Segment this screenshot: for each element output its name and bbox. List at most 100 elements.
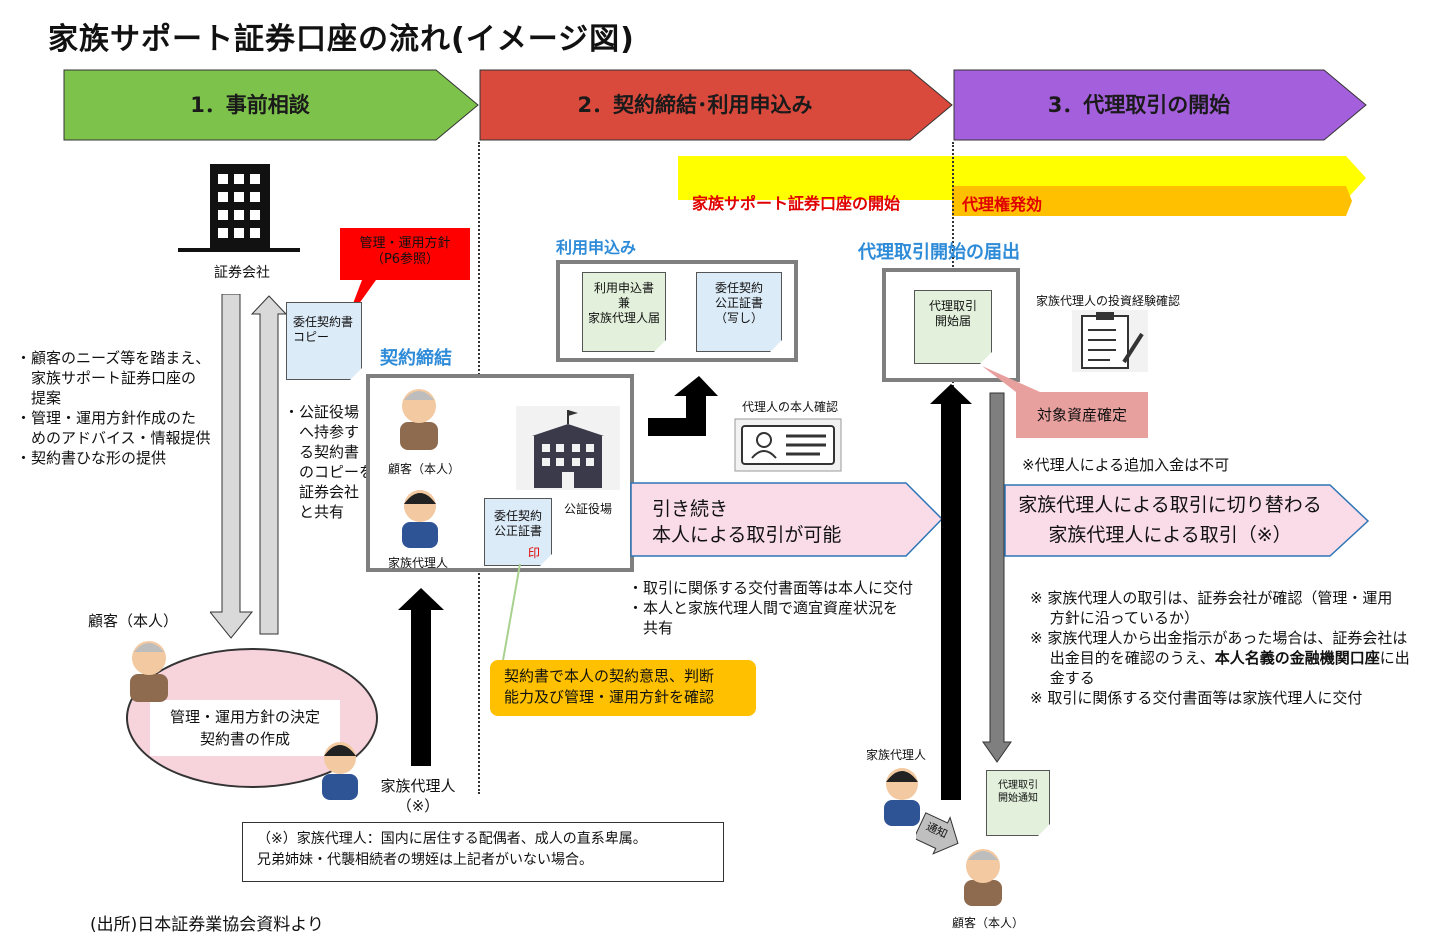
continue-line1: 引き続き [652, 498, 729, 520]
continue-arrow-text: 引き続き 本人による取引が可能 [652, 496, 841, 548]
phase3-note-with-bold: 出金目的を確認のうえ、本人名義の金融機関口座に出 [1030, 648, 1410, 668]
application-doc: 利用申込書 兼 家族代理人届 [582, 272, 666, 352]
continue-note: ・本人と家族代理人間で適宜資産状況を [628, 599, 899, 617]
application-line2: 兼 [617, 296, 630, 310]
checklist-icon [1072, 310, 1148, 372]
phase-1-label: 1．事前相談 [190, 93, 310, 117]
contract-copy-doc: 委任契約書 コピー [286, 302, 362, 380]
ellipse-line1: 管理・運用方針の決定 [169, 708, 320, 726]
share-line: ・公証役場 [284, 403, 360, 421]
orange-band [952, 186, 1352, 216]
phase3-note: ※ 家族代理人の取引は、証券会社が確認（管理・運用 [1030, 589, 1393, 607]
bullet-line: めのアドバイス・情報提供 [16, 429, 211, 447]
phase3-up-arrow [930, 384, 972, 800]
start-doc-line1: 代理取引 [928, 299, 977, 313]
share-line: へ持参す [284, 423, 360, 441]
notary-office-icon [516, 406, 620, 490]
switch-arrow-text: 家族代理人による取引に切り替わる 家族代理人による取引（※） [1010, 490, 1330, 550]
confirm-line1: 契約書で本人の契約意思、判断 [504, 667, 715, 685]
black-up-arrow [398, 588, 444, 766]
box-customer-label: 顧客（本人） [388, 462, 461, 476]
family-proxy-line2: （※） [396, 797, 440, 815]
ellipse-line2: 契約書の作成 [199, 730, 290, 748]
red-callout-line1: 管理・運用方針 [359, 236, 451, 251]
no-deposit-note: ※代理人による追加入金は不可 [1022, 456, 1230, 474]
p3-family-proxy-icon [884, 768, 920, 826]
band-account-start: 家族サポート証券口座の開始 [692, 194, 901, 213]
box-family-proxy-label: 家族代理人 [388, 556, 449, 570]
down-arrow-gray [210, 294, 254, 639]
notice-doc-line1: 代理取引 [998, 780, 1038, 791]
bullet-line: ・管理・運用方針作成のた [16, 409, 197, 427]
share-line: と共有 [284, 503, 345, 521]
phase-2-label: 2．契約締結･利用申込み [577, 93, 813, 117]
notary-copy-line1: 委任契約 [714, 281, 763, 295]
p3-customer-icon [964, 849, 1002, 906]
consultation-bullets: ・顧客のニーズ等を踏まえ、 家族サポート証券口座の 提案 ・管理・運用方針作成の… [16, 348, 211, 468]
share-line: のコピーを [284, 463, 375, 481]
notary-copy-line2: 公正証書 [714, 296, 763, 310]
page-title: 家族サポート証券口座の流れ(イメージ図) [48, 22, 635, 57]
start-heading: 代理取引開始の届出 [858, 242, 1020, 263]
bullet-line: ・契約書ひな形の提供 [16, 449, 167, 467]
continue-notes: ・取引に関係する交付書面等は本人に交付 ・本人と家族代理人間で適宜資産状況を 共… [628, 578, 913, 638]
phase3-down-arrow [982, 392, 1012, 763]
application-line1: 利用申込書 [593, 281, 654, 295]
footnote-line2: 兄弟姉妹・代襲相続者の甥姪は上記者がいない場合。 [257, 852, 593, 868]
bullet-line: ・顧客のニーズ等を踏まえ、 [16, 349, 211, 367]
apply-heading: 利用申込み [556, 238, 637, 257]
phase3-note: ※ 取引に関係する交付書面等は家族代理人に交付 [1030, 689, 1363, 707]
securities-company-icon [178, 164, 300, 252]
phase3-note: 金する [1030, 669, 1095, 687]
company-label: 証券会社 [214, 265, 270, 281]
phase-banner [63, 69, 1367, 216]
source-note: (出所)日本証券業協会資料より [90, 915, 324, 935]
notarial-doc-line2: 公正証書 [493, 524, 542, 538]
share-line: る契約書 [284, 443, 360, 461]
bullet-line: 家族サポート証券口座の [16, 369, 197, 387]
notary-share-text: ・公証役場 へ持参す る契約書 のコピーを 証券会社 と共有 [284, 402, 374, 522]
family-proxy-icon [322, 742, 358, 800]
phase3-note-head: 出金目的を確認のうえ、 [1030, 649, 1215, 667]
phase-2-chevron [479, 69, 953, 141]
application-line3: 家族代理人届 [587, 311, 660, 325]
elderly-customer-icon [130, 641, 168, 702]
notary-copy-line3: （写し） [714, 311, 763, 325]
box-customer-icon [400, 389, 438, 450]
phase3-note-bold: 本人名義の金融機関口座 [1214, 649, 1380, 667]
start-notice-doc: 代理取引 開始届 [914, 290, 992, 364]
customer-label: 顧客（本人） [88, 612, 179, 630]
p3-customer-label: 顧客（本人） [952, 916, 1025, 930]
notary-copy-doc: 委任契約 公正証書 （写し） [696, 272, 782, 352]
phase-3-chevron [953, 69, 1367, 141]
notice-doc: 代理取引 開始通知 [986, 770, 1050, 836]
experience-check-label: 家族代理人の投資経験確認 [1036, 294, 1181, 308]
red-callout-shape [340, 228, 470, 322]
id-check-label: 代理人の本人確認 [742, 400, 839, 414]
family-proxy-line1: 家族代理人 [380, 777, 456, 795]
share-line: 証券会社 [284, 483, 360, 501]
phase3-notes: ※ 家族代理人の取引は、証券会社が確認（管理・運用 方針に沿っているか） ※ 家… [1030, 588, 1410, 708]
elbow-arrow [648, 376, 718, 436]
phase3-note-tail: に出 [1379, 649, 1410, 667]
notice-doc-line2: 開始通知 [998, 793, 1038, 804]
box-family-proxy-icon [402, 490, 438, 548]
contract-copy-line2: コピー [293, 330, 330, 344]
notice-arrow-shape [916, 812, 959, 855]
switch-line1: 家族代理人による取引に切り替わる [1018, 494, 1322, 516]
up-arrow-gray [250, 295, 286, 635]
notarial-doc-line1: 委任契約 [493, 509, 542, 523]
contract-copy-line1: 委任契約書 [293, 315, 354, 329]
notary-office-label: 公証役場 [564, 502, 613, 516]
notarial-contract-doc: 委任契約 公正証書 [484, 498, 552, 566]
p3-family-proxy-label: 家族代理人 [866, 748, 927, 762]
target-assets-pointer [982, 366, 1040, 392]
continue-note: 共有 [628, 619, 674, 637]
red-callout: 管理・運用方針 （P6参照） [340, 236, 470, 268]
red-callout-line2: （P6参照） [370, 252, 440, 267]
phase3-note: ※ 家族代理人から出金指示があった場合は、証券会社は [1030, 629, 1408, 647]
phase1-arrows [210, 294, 286, 639]
band-proxy-effective: 代理権発効 [962, 195, 1043, 214]
continue-note: ・取引に関係する交付書面等は本人に交付 [628, 579, 914, 597]
phase-1-chevron [63, 69, 479, 141]
